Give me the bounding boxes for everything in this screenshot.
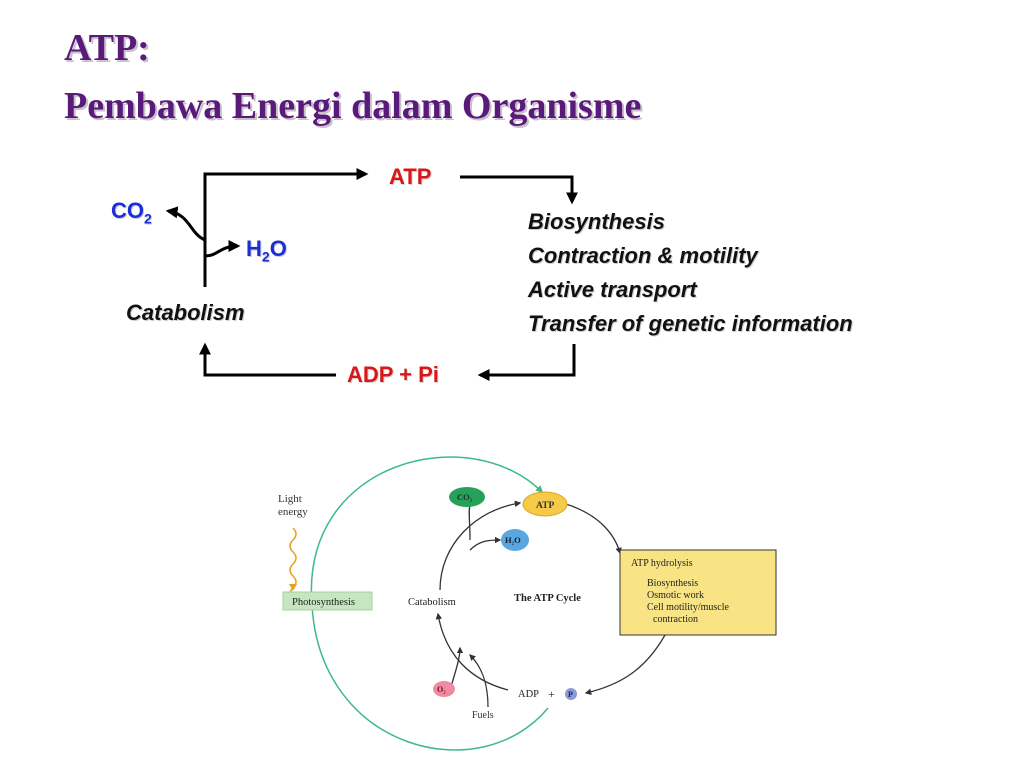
hydrolysis-item: Osmotic work (647, 590, 704, 601)
atp-cycle-title: The ATP Cycle (514, 593, 581, 604)
atp-to-uses-arrow (460, 175, 578, 205)
pi-bubble (565, 688, 577, 700)
adp-to-catabolism-arrow (199, 342, 336, 377)
adp-to-catabolism-curve (435, 612, 509, 691)
hydrolysis-to-adp-curve (584, 634, 666, 695)
co2-release-arrow (165, 206, 206, 242)
hydrolysis-title: ATP hydrolysis (631, 558, 693, 569)
atp-hydrolysis-box (619, 549, 777, 636)
hydrolysis-item: Cell motility/muscle (647, 602, 730, 613)
co2-label: CO2 (111, 198, 152, 227)
hydrolysis-item: Biosynthesis (647, 578, 698, 589)
o2-bubble-text: O₂ (437, 685, 446, 694)
light-energy-text-1: Light (278, 493, 302, 505)
use-item: Transfer of genetic information (528, 311, 853, 336)
pi-bubble-text: P (568, 690, 573, 699)
use-item: Contraction & motility (528, 243, 758, 268)
atp-bubble (522, 491, 568, 517)
fuels-text: Fuels (472, 710, 494, 721)
use-item: Biosynthesis (528, 209, 665, 234)
atp-uses-list: Biosynthesis Contraction & motility Acti… (528, 205, 853, 341)
catabolism-to-atp-arrow (203, 168, 369, 287)
atp-to-hydrolysis-curve (565, 503, 622, 555)
h2o-bubble-text: H₂O (505, 535, 521, 545)
slide-title-line1: ATP: (64, 27, 150, 69)
use-item: Active transport (528, 277, 697, 302)
uses-to-adp-arrow (477, 344, 576, 381)
slide-title-line2: Pembawa Energi dalam Organisme (64, 85, 642, 127)
catabolism-figure-text: Catabolism (408, 597, 456, 608)
atp-label: ATP (389, 164, 432, 189)
h2o-release-arrow (204, 240, 241, 258)
hydrolysis-item: contraction (653, 614, 698, 625)
catabolism-label: Catabolism (126, 300, 245, 325)
atp-bubble-text: ATP (536, 501, 554, 511)
light-energy-arrowhead (289, 584, 297, 591)
plus-text: + (548, 687, 555, 701)
fuels-branch (469, 654, 489, 708)
adp-text: ADP (518, 689, 539, 700)
photosynthesis-box (282, 591, 373, 611)
adp-pi-label: ADP + Pi (347, 362, 439, 387)
light-energy-text-2: energy (278, 506, 308, 518)
catabolism-to-atp-curve (439, 500, 522, 591)
h2o-bubble (501, 529, 529, 551)
co2-bubble (449, 487, 485, 507)
o2-bubble (433, 681, 455, 697)
co2-bubble-text: CO₂ (457, 492, 473, 502)
photosynthesis-text: Photosynthesis (292, 597, 355, 608)
h2o-label: H2O (246, 236, 287, 265)
h2o-branch (469, 536, 502, 551)
